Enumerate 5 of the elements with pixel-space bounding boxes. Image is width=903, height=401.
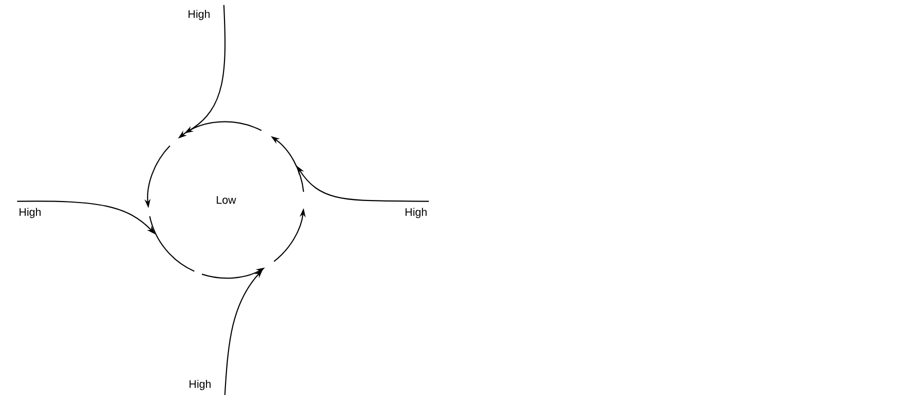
pressure-label: High xyxy=(20,208,41,218)
pressure-label: High xyxy=(406,208,427,218)
pressure-label: High xyxy=(190,380,211,390)
pressure-label: High xyxy=(188,10,210,20)
pressure-label: Low xyxy=(216,196,236,204)
